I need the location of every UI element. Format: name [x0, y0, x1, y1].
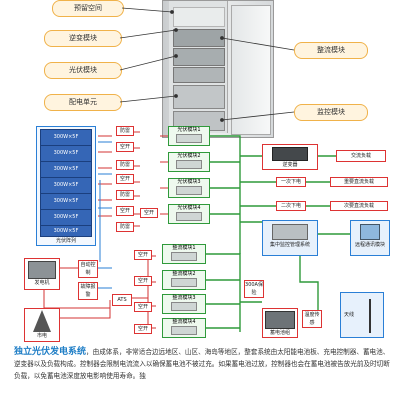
pv-panel: 300W×5F: [40, 193, 92, 210]
temp-sensor-box: 温度传感: [302, 310, 322, 328]
label-rectifier-module: 整流模块: [294, 42, 368, 59]
rectifier-module-image: [171, 278, 197, 287]
remote-comm-box: 远程通讯模块: [350, 220, 390, 256]
ac-breaker: 空开: [134, 302, 152, 312]
pv-panel: 300W×5F: [40, 129, 92, 146]
fault-alarm-box: 故障报警: [78, 282, 98, 300]
monitor-system-image: [272, 224, 308, 240]
pv-module-label: 光伏模块4: [177, 205, 201, 211]
grid-box: 市电: [24, 308, 60, 342]
label-inverter-module: 逆变模块: [44, 30, 122, 47]
pv-panel: 300W×5F: [40, 161, 92, 178]
ac-breaker: 空开: [134, 324, 152, 334]
description-paragraph: 独立光伏发电系统，由成体系，非常适合边远地区、山区、海岛等地区，整套系统由太阳能…: [14, 346, 394, 382]
cabinet-image: [162, 0, 274, 138]
cabinet-door: [231, 5, 271, 135]
pv-panel: 300W×5F: [40, 145, 92, 162]
pv-breaker: 空开: [116, 142, 134, 152]
pv-panel: 300W×5F: [40, 177, 92, 194]
antenna-label: 天线: [344, 312, 355, 318]
monitor-system-box: 集中监控管理系统: [262, 220, 318, 256]
pv-breaker: 空开: [140, 208, 158, 218]
inverter-box: 逆变器: [262, 144, 318, 170]
generator-box: 发电机: [24, 258, 60, 290]
cabinet-inner-frame: [169, 1, 228, 133]
pv-module-label: 光伏模块1: [177, 127, 201, 133]
pv-module-box: 光伏模块2: [168, 152, 210, 172]
label-power-distribution-unit: 配电单元: [44, 94, 122, 111]
grid-pylon-icon: [33, 310, 51, 332]
dc-load-secondary: 次要直流负载: [330, 201, 388, 211]
lightning-protector: 防雷: [116, 222, 134, 232]
dc-breaker-primary: 一次下电: [276, 177, 306, 187]
fuse-300a-box: 300A保险: [244, 280, 264, 298]
label-monitor-module: 监控模块: [294, 104, 368, 121]
generator-label: 发电机: [34, 280, 50, 286]
ac-breaker: 空开: [134, 250, 152, 260]
auto-control-box: 自动控制: [78, 260, 98, 278]
label-pv-module: 光伏模块: [44, 62, 122, 79]
pv-array-label: 光伏阵列: [55, 238, 76, 244]
lightning-protector: 防雷: [116, 160, 134, 170]
cabinet-pointer-lines: [119, 7, 295, 122]
pv-module-label: 光伏模块2: [177, 153, 201, 159]
pv-module-image: [176, 134, 202, 143]
rectifier-module-label: 整流模块2: [172, 271, 196, 277]
antenna-icon: [369, 299, 371, 333]
rectifier-module-label: 整流模块3: [172, 295, 196, 301]
pv-array: 300W×5F 300W×5F 300W×5F 300W×5F 300W×5F …: [36, 126, 96, 246]
cabinet-section: 预留空间 逆变模块 光伏模块 配电单元 整流模块 监控模块: [0, 0, 400, 140]
monitor-system-label: 集中监控管理系统: [269, 242, 310, 248]
pv-module-image: [176, 212, 202, 221]
generator-image: [28, 261, 56, 279]
remote-comm-label: 远程通讯模块: [354, 242, 385, 248]
pv-panel: 300W×5F: [40, 209, 92, 226]
inverter-label: 逆变器: [282, 162, 298, 168]
dc-load-important: 重要直流负载: [330, 177, 388, 187]
ac-load-box: 交流负载: [336, 150, 386, 162]
pv-module-box: 光伏模块3: [168, 178, 210, 198]
rectifier-module-box: 整流模块2: [162, 270, 206, 290]
pv-panel: 300W×5F: [40, 225, 92, 237]
battery-pack-label: 蓄电池组: [269, 330, 290, 336]
rectifier-module-image: [171, 326, 197, 335]
rectifier-module-image: [171, 302, 197, 311]
description-text: ，由成体系，非常适合边远地区、山区、海岛等地区，整套系统由太阳能电池板、充电控制…: [14, 348, 390, 380]
pv-breaker: 空开: [116, 206, 134, 216]
antenna-box: 天线: [340, 292, 384, 338]
lightning-protector: 防雷: [116, 126, 134, 136]
lightning-protector: 防雷: [116, 190, 134, 200]
pv-module-box: 光伏模块1: [168, 126, 210, 146]
rectifier-module-label: 整流模块4: [172, 319, 196, 325]
system-diagram: 300W×5F 300W×5F 300W×5F 300W×5F 300W×5F …: [0, 122, 400, 344]
dc-breaker-secondary: 二次下电: [276, 201, 306, 211]
grid-label: 市电: [36, 333, 47, 339]
rectifier-module-box: 整流模块3: [162, 294, 206, 314]
inverter-image: [272, 147, 308, 161]
ats-box: ATS: [112, 294, 132, 306]
pv-module-image: [176, 186, 202, 195]
pv-breaker: 空开: [116, 174, 134, 184]
rectifier-module-box: 整流模块4: [162, 318, 206, 338]
rectifier-module-box: 整流模块1: [162, 244, 206, 264]
rectifier-module-image: [171, 252, 197, 261]
pv-module-label: 光伏模块3: [177, 179, 201, 185]
rectifier-module-label: 整流模块1: [172, 245, 196, 251]
battery-pack-box: 蓄电池组: [262, 308, 298, 338]
description-headline: 独立光伏发电系统: [14, 347, 87, 357]
ac-breaker: 空开: [134, 276, 152, 286]
pv-module-box: 光伏模块4: [168, 204, 210, 224]
pv-module-image: [176, 160, 202, 169]
battery-pack-image: [265, 311, 295, 329]
remote-comm-image: [360, 224, 380, 240]
